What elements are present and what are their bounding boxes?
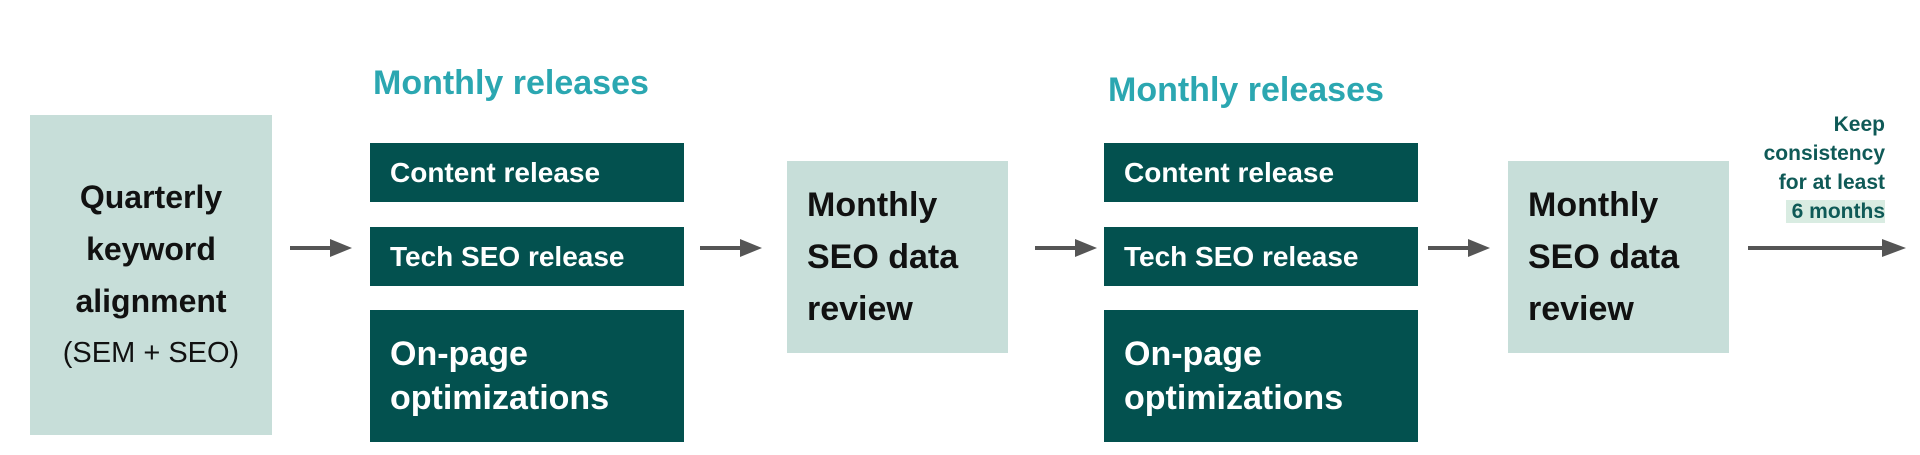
review1-line-3: review <box>807 290 913 328</box>
group1-tech-seo-release-box: Tech SEO release <box>370 227 684 286</box>
group2-heading: Monthly releases <box>1108 71 1384 109</box>
quarterly-keyword-alignment-box: Quarterly keyword alignment (SEM + SEO) <box>30 115 272 435</box>
review1-line-2: SEO data <box>807 238 959 276</box>
arrow-right-icon <box>1035 239 1097 257</box>
review2-line-3: review <box>1528 290 1634 328</box>
long-arrow-right-icon <box>1748 239 1906 257</box>
group2-tech-seo-release-box: Tech SEO release <box>1104 227 1418 286</box>
quarterly-line-1: Quarterly <box>79 179 223 215</box>
group1-on-page-line-2: optimizations <box>390 379 610 417</box>
group1-on-page-line-1: On-page <box>390 334 528 373</box>
arrow-right-icon <box>1428 239 1490 257</box>
note-line-2: consistency <box>1763 142 1885 165</box>
group1-content-release-label: Content release <box>390 156 601 188</box>
quarterly-line-3: alignment <box>75 283 227 319</box>
group1-on-page-box: On-page optimizations <box>370 310 684 442</box>
quarterly-line-4: (SEM + SEO) <box>62 337 240 369</box>
note-highlight: 6 months <box>1785 200 1885 223</box>
review2-box: Monthly SEO data review <box>1508 161 1729 353</box>
group1-tech-seo-release-label: Tech SEO release <box>390 240 625 272</box>
review1-line-1: Monthly <box>807 186 938 224</box>
group2-on-page-line-1: On-page <box>1124 334 1262 373</box>
group2-on-page-box: On-page optimizations <box>1104 310 1418 442</box>
group1-content-release-box: Content release <box>370 143 684 202</box>
review2-line-1: Monthly <box>1528 186 1659 224</box>
arrow-right-icon <box>290 239 352 257</box>
keep-consistency-note: Keep consistency for at least 6 months <box>1764 110 1885 226</box>
note-line-1: Keep <box>1833 113 1885 136</box>
group2-tech-seo-release-label: Tech SEO release <box>1124 240 1359 272</box>
arrow-right-icon <box>700 239 762 257</box>
group2-content-release-box: Content release <box>1104 143 1418 202</box>
review2-line-2: SEO data <box>1528 238 1680 276</box>
quarterly-line-2: keyword <box>86 231 216 267</box>
group1-heading: Monthly releases <box>373 64 649 102</box>
review1-box: Monthly SEO data review <box>787 161 1008 353</box>
note-line-3: for at least <box>1778 171 1885 194</box>
group2-on-page-line-2: optimizations <box>1124 379 1344 417</box>
group2-content-release-label: Content release <box>1124 156 1335 188</box>
